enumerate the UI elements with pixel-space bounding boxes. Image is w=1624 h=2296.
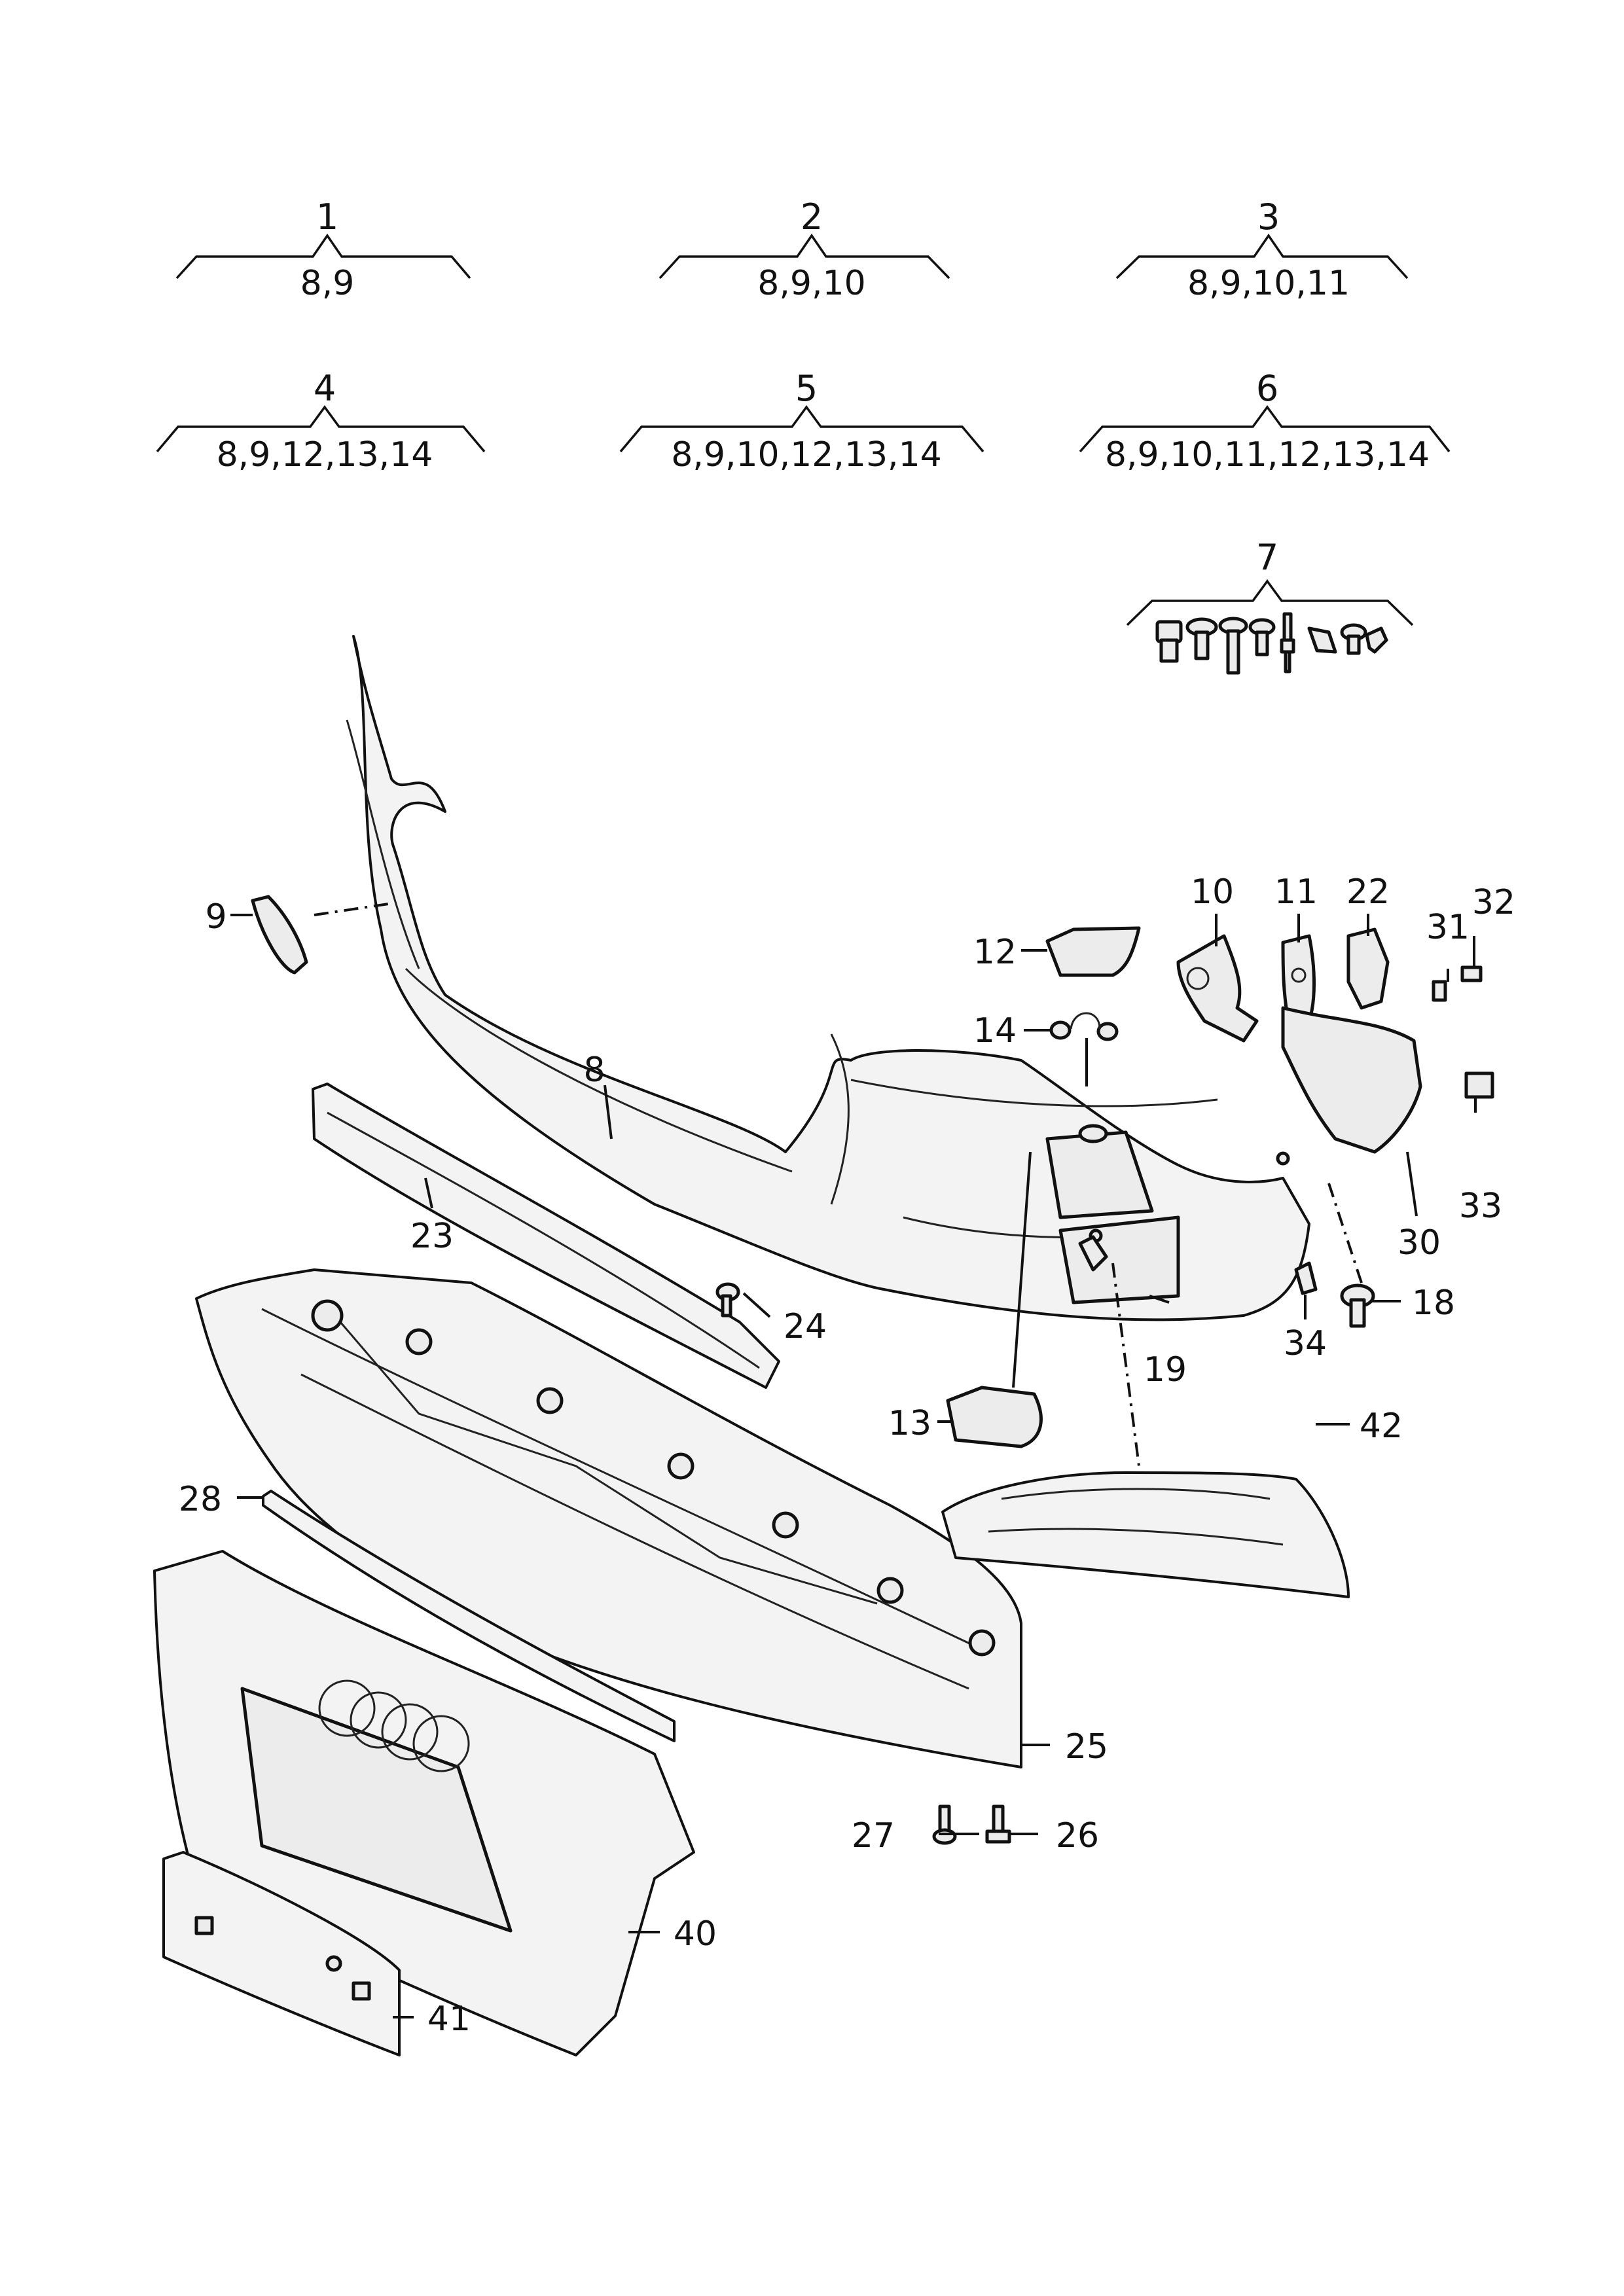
callout-30: 30 bbox=[1398, 1223, 1441, 1263]
group-3: 3 8,9,10,11 bbox=[1115, 196, 1409, 303]
tow-eye-cover-9 bbox=[251, 895, 308, 975]
screw-icon bbox=[1218, 617, 1248, 675]
clip-34 bbox=[1294, 1261, 1318, 1295]
group-number: 6 bbox=[1256, 368, 1278, 409]
bracket-31-32-33 bbox=[1281, 965, 1494, 1154]
callout-18: 18 bbox=[1412, 1283, 1455, 1323]
fastener-set bbox=[1155, 612, 1388, 675]
callout-32: 32 bbox=[1472, 883, 1515, 922]
callout-40: 40 bbox=[674, 1914, 717, 1954]
group-parts: 8,9,10,12,13,14 bbox=[671, 435, 942, 475]
callout-33: 33 bbox=[1459, 1187, 1502, 1226]
callout-42: 42 bbox=[1360, 1407, 1403, 1446]
license-plate-holder bbox=[162, 1851, 401, 2056]
bracket-22 bbox=[1346, 927, 1390, 1010]
callout-31: 31 bbox=[1426, 908, 1470, 947]
group-number: 3 bbox=[1257, 196, 1280, 238]
group-6: 6 8,9,10,11,12,13,14 bbox=[1079, 368, 1451, 475]
group-parts: 8,9,12,13,14 bbox=[217, 435, 433, 475]
screw-icon bbox=[1248, 618, 1276, 656]
group-parts: 8,9,10,11,12,13,14 bbox=[1105, 435, 1430, 475]
group-number: 7 bbox=[1256, 537, 1278, 578]
rings-logo bbox=[318, 1679, 470, 1772]
callouts: 8 9 10 11 22 12 14 13 19 42 18 34 30 33 … bbox=[179, 872, 1515, 2039]
trim-strip bbox=[262, 1490, 676, 1742]
clip-icon bbox=[1307, 626, 1337, 654]
group-number: 5 bbox=[795, 368, 818, 409]
screw-26 bbox=[985, 1804, 1011, 1844]
clip-icon bbox=[1340, 623, 1367, 655]
screw-24 bbox=[715, 1282, 740, 1318]
sensor-holder-10 bbox=[1176, 934, 1259, 1043]
callout-11: 11 bbox=[1274, 872, 1318, 912]
callout-13: 13 bbox=[888, 1404, 931, 1443]
group-2: 2 8,9,10 bbox=[659, 196, 950, 303]
clip-18 bbox=[1340, 1283, 1375, 1328]
underbody-panel bbox=[195, 1268, 1023, 1768]
clip-icon bbox=[1365, 626, 1388, 654]
callout-8: 8 bbox=[583, 1050, 605, 1090]
callout-12: 12 bbox=[973, 933, 1017, 972]
callout-41: 41 bbox=[427, 2000, 471, 2039]
lower-grille-strip bbox=[312, 1083, 780, 1389]
screw-27 bbox=[932, 1804, 957, 1845]
pin-icon bbox=[1280, 612, 1295, 673]
callout-10: 10 bbox=[1191, 872, 1234, 912]
callout-26: 26 bbox=[1056, 1816, 1099, 1856]
callout-19: 19 bbox=[1144, 1350, 1187, 1390]
fog-lamp-grille bbox=[941, 1471, 1350, 1598]
clip-19 bbox=[1078, 1235, 1108, 1272]
callout-28: 28 bbox=[179, 1480, 222, 1519]
group-number: 4 bbox=[314, 368, 336, 409]
group-parts: 8,9,10 bbox=[757, 264, 865, 303]
callout-25: 25 bbox=[1065, 1727, 1108, 1767]
screw-icon bbox=[1185, 617, 1218, 660]
callout-24: 24 bbox=[784, 1307, 827, 1346]
group-parts: 8,9,10,11 bbox=[1187, 264, 1350, 303]
tow-eye-cover-13 bbox=[946, 1386, 1043, 1448]
group-number: 1 bbox=[316, 196, 338, 238]
screw-icon bbox=[1155, 620, 1183, 663]
group-number: 2 bbox=[801, 196, 823, 238]
callout-22: 22 bbox=[1346, 872, 1390, 912]
tow-eye-cover-12 bbox=[1045, 926, 1141, 977]
callout-27: 27 bbox=[852, 1816, 895, 1856]
group-1: 1 8,9 bbox=[175, 196, 471, 303]
callout-14: 14 bbox=[973, 1011, 1017, 1050]
callout-23: 23 bbox=[410, 1217, 454, 1256]
callout-34: 34 bbox=[1284, 1324, 1327, 1363]
spring-clips-14 bbox=[1049, 1012, 1119, 1041]
group-7: 7 bbox=[1126, 537, 1414, 626]
callout-9: 9 bbox=[205, 897, 226, 937]
leader-lines bbox=[230, 902, 1477, 2018]
group-parts: 8,9 bbox=[300, 264, 355, 303]
group-4: 4 8,9,12,13,14 bbox=[156, 368, 486, 475]
group-5: 5 8,9,10,12,13,14 bbox=[619, 368, 984, 475]
